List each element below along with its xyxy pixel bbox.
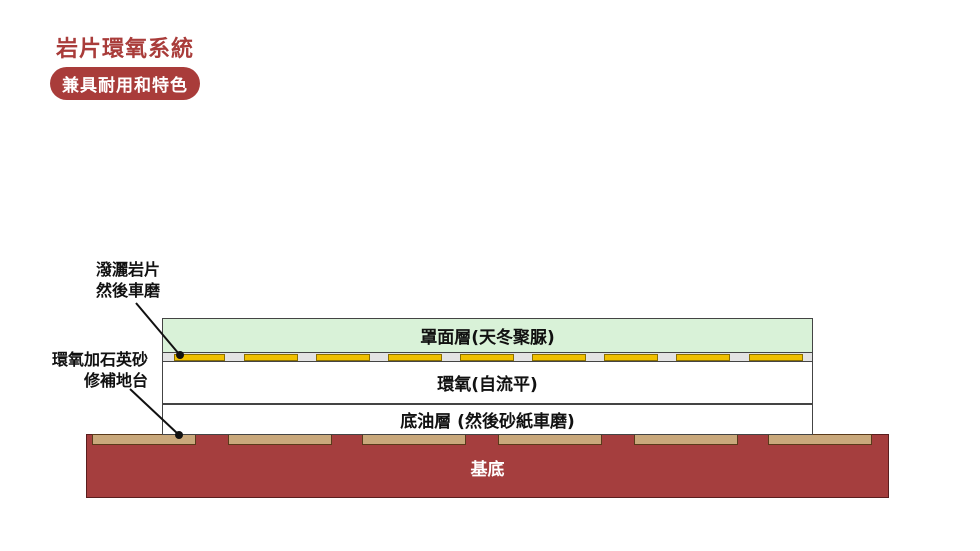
flake-chip <box>604 354 658 361</box>
callout-flake-line1: 潑灑岩片 <box>95 260 160 279</box>
flake-chip <box>676 354 730 361</box>
layer-topcoat-label: 罩面層(天冬聚脲) <box>420 328 555 348</box>
layer-substrate-label: 基底 <box>470 459 505 480</box>
layer-epoxy-label: 環氧(自流平) <box>437 375 538 395</box>
leader-line-flake <box>135 302 180 355</box>
subtitle-badge: 兼具耐用和特色 <box>50 67 200 100</box>
leader-line-repair <box>129 388 179 435</box>
flake-layer <box>162 352 813 362</box>
flake-chip <box>244 354 298 361</box>
leader-dot-repair <box>175 431 183 439</box>
layer-primer: 底油層 (然後砂紙車磨) <box>162 404 813 435</box>
callout-repair-line2: 修補地台 <box>83 371 148 390</box>
layer-epoxy: 環氧(自流平) <box>162 362 813 404</box>
flake-chip <box>316 354 370 361</box>
page-title: 岩片環氧系統 <box>56 37 195 62</box>
flake-chip <box>749 354 803 361</box>
callout-flake-line2: 然後車磨 <box>95 281 160 300</box>
callout-repair-line1: 環氧加石英砂 <box>51 350 148 369</box>
repair-patch <box>92 434 196 445</box>
flake-chip <box>388 354 442 361</box>
callout-flake: 潑灑岩片 然後車磨 <box>60 259 160 301</box>
flake-chip <box>460 354 514 361</box>
flake-chip <box>532 354 586 361</box>
layer-primer-label: 底油層 (然後砂紙車磨) <box>400 412 575 432</box>
layer-topcoat: 罩面層(天冬聚脲) <box>162 318 813 352</box>
flake-chip <box>174 354 225 361</box>
repair-patch <box>768 434 872 445</box>
leader-dot-flake <box>176 351 184 359</box>
callout-repair: 環氧加石英砂 修補地台 <box>28 349 148 391</box>
